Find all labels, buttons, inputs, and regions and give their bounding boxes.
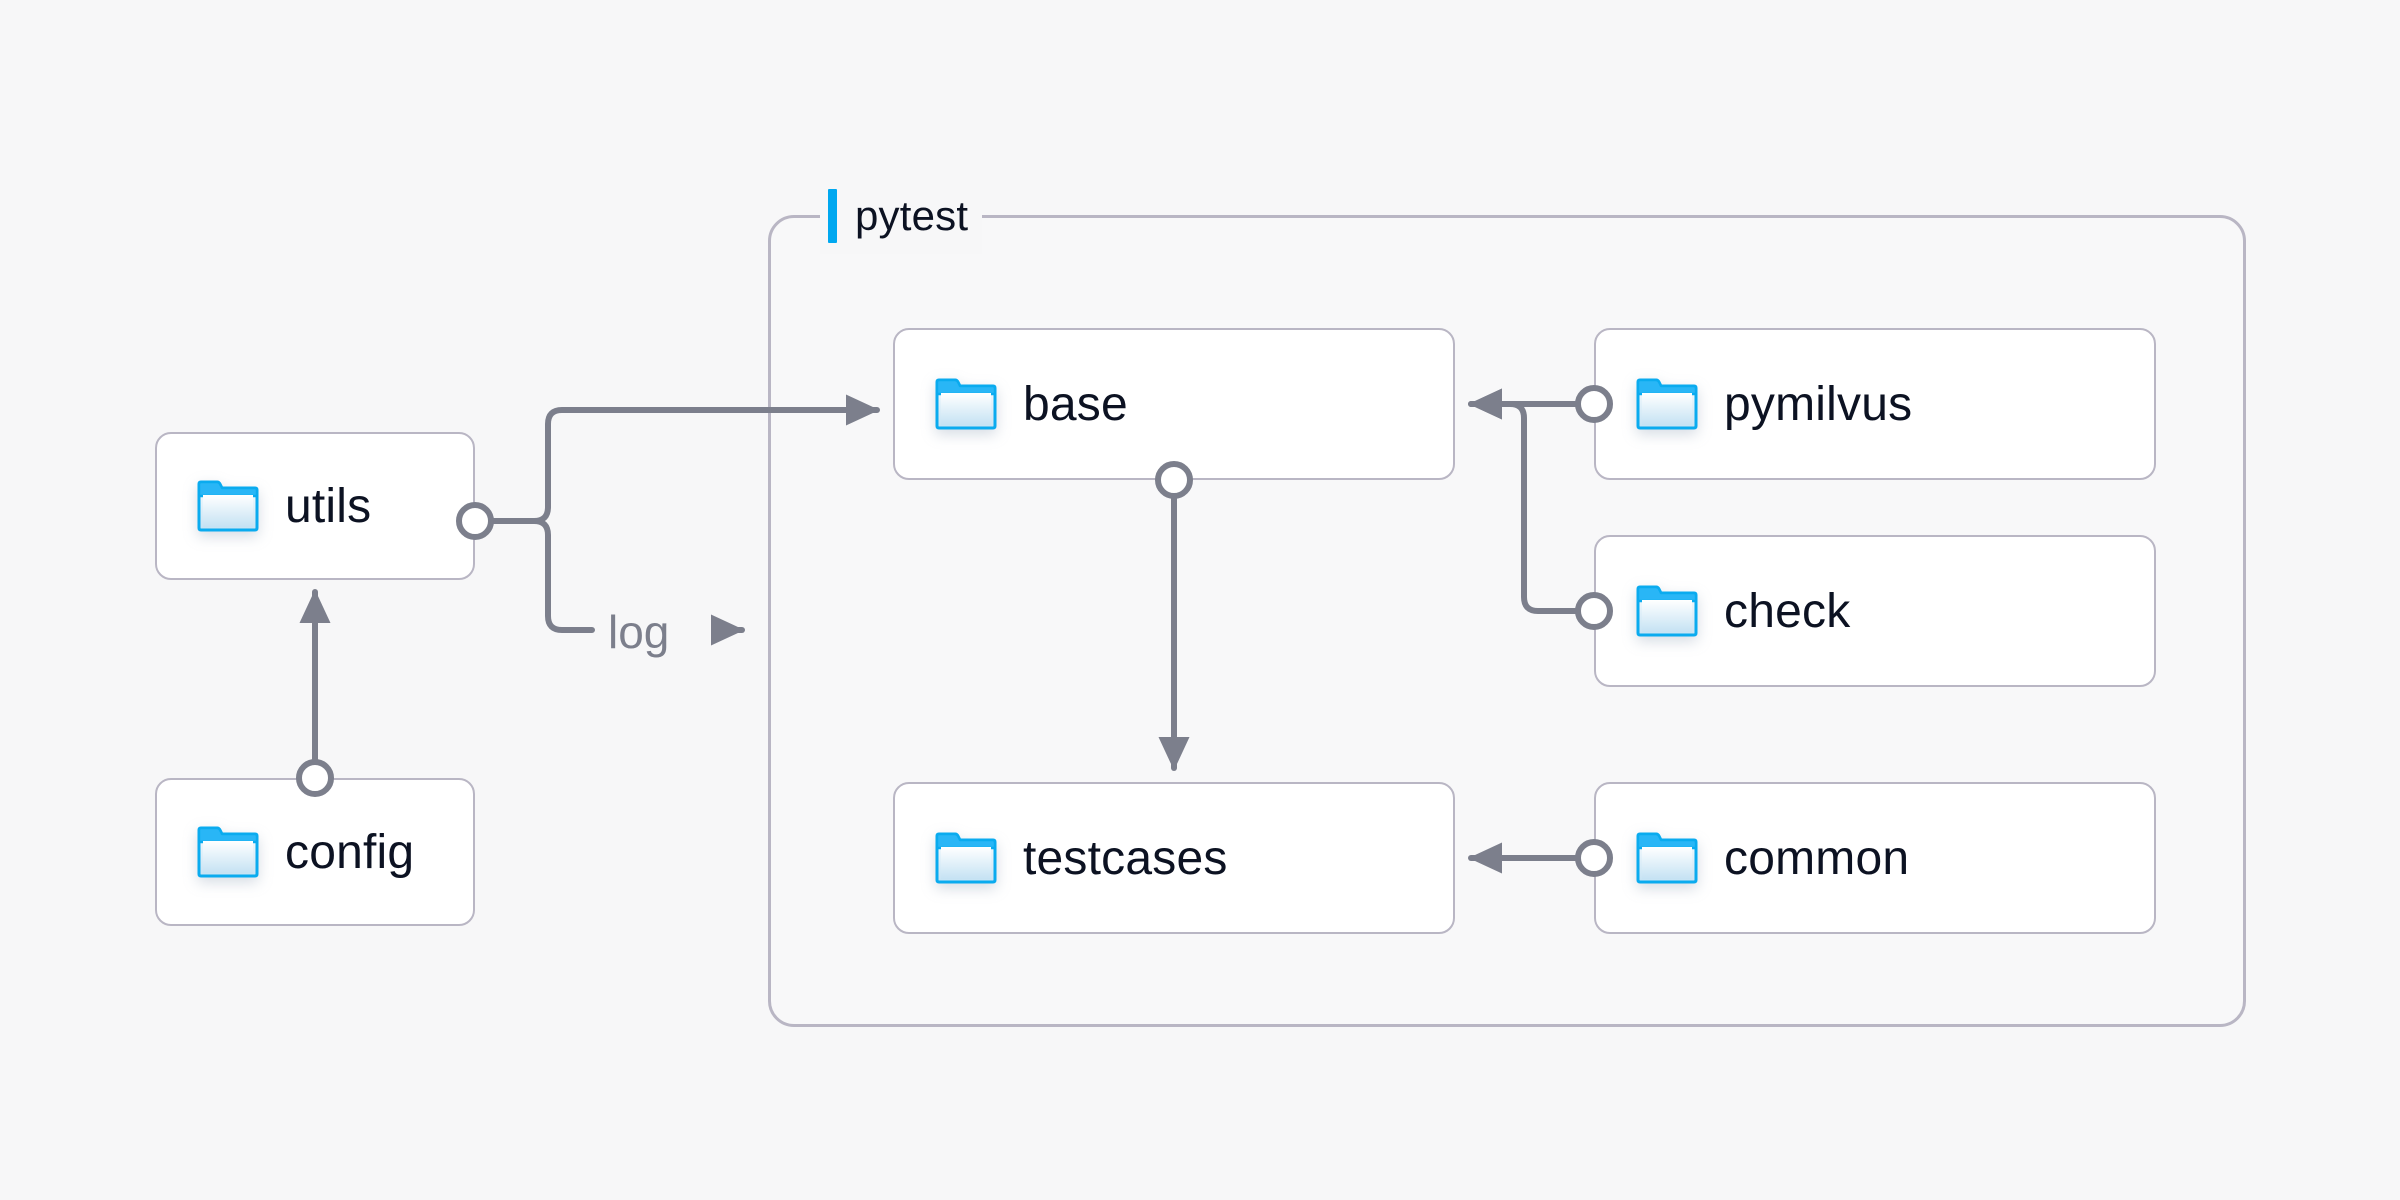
group-label-pytest: pytest bbox=[820, 178, 983, 254]
node-common-content: common bbox=[1596, 831, 1909, 886]
node-utils-content: utils bbox=[157, 479, 371, 534]
folder-icon bbox=[1636, 378, 1698, 430]
node-testcases[interactable]: testcases bbox=[893, 782, 1455, 934]
folder-icon bbox=[197, 826, 259, 878]
node-testcases-content: testcases bbox=[895, 831, 1228, 886]
node-pymilvus-content: pymilvus bbox=[1596, 377, 1912, 432]
folder-icon bbox=[935, 832, 997, 884]
group-label-text: pytest bbox=[855, 192, 969, 239]
folder-icon bbox=[1636, 585, 1698, 637]
folder-icon bbox=[197, 480, 259, 532]
node-common[interactable]: common bbox=[1594, 782, 2156, 934]
node-utils-label: utils bbox=[285, 479, 372, 533]
edge-utils-log: log bbox=[488, 518, 745, 658]
node-config[interactable]: config bbox=[155, 778, 475, 926]
node-base-content: base bbox=[895, 377, 1128, 432]
node-check-label: check bbox=[1724, 584, 1851, 638]
node-check-content: check bbox=[1596, 584, 1850, 639]
edge-label-log: log bbox=[608, 606, 669, 658]
group-accent-bar-icon bbox=[828, 189, 837, 243]
node-pymilvus-label: pymilvus bbox=[1724, 377, 1913, 431]
edge-config-utils bbox=[296, 589, 334, 797]
folder-icon bbox=[935, 378, 997, 430]
node-pymilvus[interactable]: pymilvus bbox=[1594, 328, 2156, 480]
node-base-label: base bbox=[1023, 377, 1128, 431]
node-common-label: common bbox=[1724, 831, 1910, 885]
node-base[interactable]: base bbox=[893, 328, 1455, 480]
node-config-content: config bbox=[157, 825, 414, 880]
node-config-label: config bbox=[285, 825, 415, 879]
node-check[interactable]: check bbox=[1594, 535, 2156, 687]
node-testcases-label: testcases bbox=[1023, 831, 1228, 885]
node-utils[interactable]: utils bbox=[155, 432, 475, 580]
folder-icon bbox=[1636, 832, 1698, 884]
